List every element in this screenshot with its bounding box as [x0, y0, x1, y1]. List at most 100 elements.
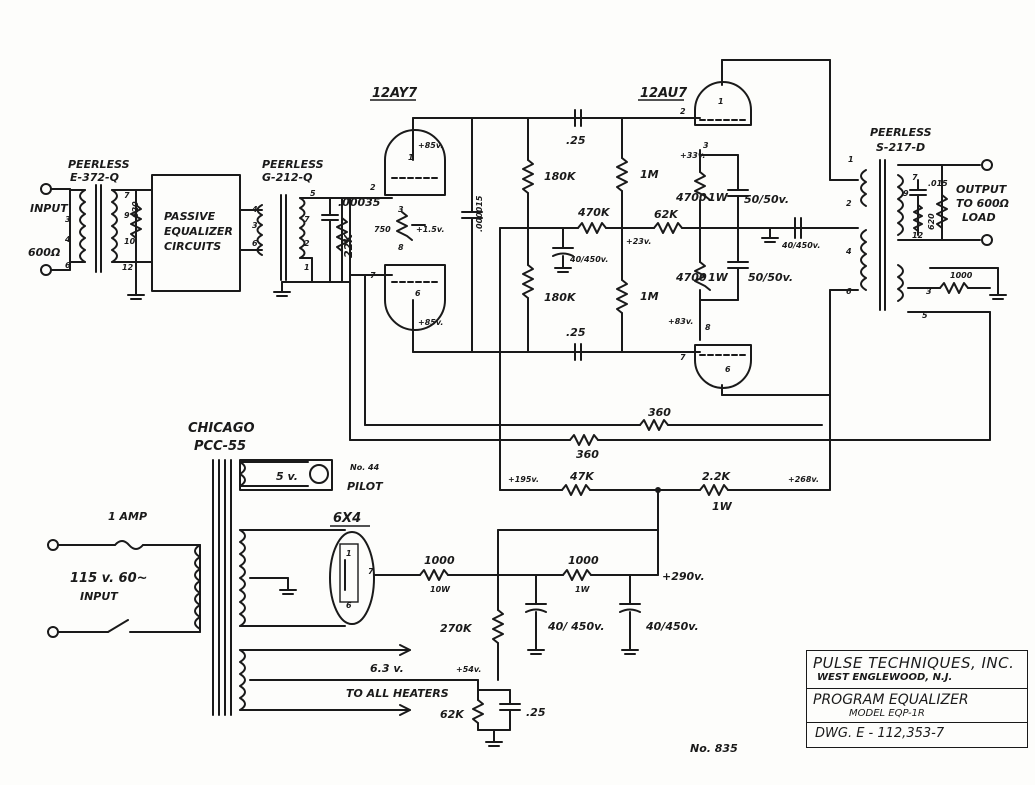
tube-6x4: [329, 531, 375, 625]
input-transformer-brand: PEERLESS: [68, 158, 130, 171]
title-block-product-section: PROGRAM EQUALIZER MODEL EQP-1R: [807, 689, 1027, 723]
svg-text:2: 2: [846, 199, 852, 208]
bottom-cap-label: .25: [566, 326, 586, 339]
top-cap-label: .25: [566, 134, 586, 147]
mid-transformer-pins: 4 5 3 6 2 1 7: [251, 189, 316, 272]
company-name: PULSE TECHNIQUES, INC.: [813, 654, 1015, 672]
drawing-number: DWG. E - 112,353-7: [815, 726, 945, 741]
c50-bottom-label: 50/50v.: [748, 271, 793, 284]
v1-plate-voltage-top: +85v.: [418, 141, 443, 150]
fuse-icon: [114, 540, 144, 550]
passive-equalizer-box: [151, 174, 241, 292]
mid-transformer: [239, 194, 351, 297]
r180k-bottom-label: 180K: [544, 291, 577, 304]
svg-text:6: 6: [252, 239, 258, 248]
svg-text:7: 7: [680, 353, 686, 362]
output-transformer-model: S-217-D: [876, 141, 925, 154]
v23-label: +23v.: [626, 237, 651, 246]
svg-text:3: 3: [703, 141, 709, 150]
r22k-label: 2.2K: [702, 470, 731, 483]
tube-12ay7: [349, 117, 446, 353]
power-transformer: [194, 459, 479, 716]
r1m-top-label: 1M: [640, 168, 659, 181]
output-cap-label: .015: [928, 179, 948, 188]
c40-mid-label: 40/450v.: [569, 255, 608, 264]
svg-text:1: 1: [304, 263, 310, 272]
svg-text:5: 5: [922, 311, 928, 320]
r62k-bias-label: 62K: [440, 708, 465, 721]
svg-text:2: 2: [370, 183, 376, 192]
svg-text:9: 9: [903, 189, 909, 198]
filter-cap-2-label: 40/450v.: [645, 620, 699, 633]
company-address: WEST ENGLEWOOD, N.J.: [817, 672, 953, 683]
svg-text:1: 1: [718, 97, 724, 106]
svg-text:12: 12: [122, 263, 134, 272]
c25-bias-label: .25: [526, 706, 546, 719]
product-model: MODEL EQP-1R: [849, 708, 925, 719]
heaters-label: TO ALL HEATERS: [346, 687, 449, 700]
r360-bottom-label: 360: [576, 448, 599, 461]
svg-text:3: 3: [252, 221, 258, 230]
v268-label: +268v.: [788, 475, 819, 484]
pot-voltage: +1.5v.: [416, 225, 444, 234]
r180k-top-label: 180K: [544, 170, 577, 183]
svg-text:7: 7: [124, 191, 130, 200]
filter-cap-1-label: 40/ 450v.: [547, 620, 605, 633]
output-label-3: LOAD: [962, 211, 996, 224]
svg-text:6: 6: [725, 365, 731, 374]
r1w-bottom-label: 1W: [708, 271, 729, 284]
mid-transformer-model: G-212-Q: [262, 171, 312, 184]
svg-text:7: 7: [304, 215, 310, 224]
cap-00035-label: .00035: [338, 196, 381, 209]
svg-text:9: 9: [124, 211, 130, 220]
eq-box-line1: PASSIVE: [164, 210, 216, 223]
svg-text:3: 3: [65, 215, 71, 224]
tube-12au7: [694, 59, 831, 396]
v195-label: +195v.: [508, 475, 539, 484]
pilot-lamp-icon: [309, 464, 329, 484]
v83-bottom-label: +83v.: [668, 317, 693, 326]
svg-text:5: 5: [310, 189, 316, 198]
pilot-winding-box: [239, 459, 333, 491]
pilot-label: PILOT: [347, 480, 384, 493]
title-block: PULSE TECHNIQUES, INC. WEST ENGLEWOOD, N…: [806, 650, 1028, 748]
svg-text:6: 6: [346, 601, 352, 610]
svg-text:2: 2: [680, 107, 686, 116]
input-impedance: 600Ω: [28, 246, 60, 259]
v1-plate-voltage-bottom: +85v.: [418, 318, 443, 327]
svg-text:2: 2: [304, 239, 310, 248]
r62k-label: 62K: [654, 208, 679, 221]
title-block-company-section: PULSE TECHNIQUES, INC. WEST ENGLEWOOD, N…: [807, 651, 1027, 689]
tube-rect-label: 6X4: [333, 511, 361, 526]
r22k-watt-label: 1W: [712, 500, 733, 513]
v290-label: +290v.: [662, 570, 705, 583]
output-resistor-label: 620: [927, 213, 936, 230]
r4700-top-label: 4700: [675, 191, 707, 204]
r1000-10w-label: 1000: [424, 554, 455, 567]
svg-text:8: 8: [705, 323, 711, 332]
svg-text:4: 4: [845, 247, 852, 256]
input-terminals: [40, 183, 71, 276]
input-transformer: [69, 184, 153, 300]
eq-box-line3: CIRCUITS: [164, 240, 221, 253]
power-transformer-model: PCC-55: [194, 439, 246, 454]
r1w-top-label: 1W: [708, 191, 729, 204]
output-transformer-pins: 1 2 4 6 3 5 7 9 12: [845, 155, 932, 320]
input-transformer-pins: 3 7 9 10 4 6 12: [64, 191, 136, 272]
tube-v1-label: 12AY7: [372, 86, 418, 101]
output-label-2: TO 600Ω: [956, 197, 1009, 210]
mains-terminal-bottom: [47, 626, 59, 638]
mains-input-label: INPUT: [80, 590, 119, 603]
svg-text:3: 3: [926, 287, 932, 296]
mains-voltage: 115 v. 60~: [70, 571, 148, 586]
r4700-bottom-label: 4700: [675, 271, 707, 284]
svg-text:6: 6: [415, 289, 421, 298]
grid-resistor-label: 22K: [342, 233, 355, 258]
sheet-note: No. 835: [690, 742, 738, 755]
svg-text:6: 6: [65, 261, 71, 270]
tube-v2-label: 12AU7: [640, 86, 688, 101]
svg-text:8: 8: [398, 243, 404, 252]
svg-text:1: 1: [346, 549, 352, 558]
